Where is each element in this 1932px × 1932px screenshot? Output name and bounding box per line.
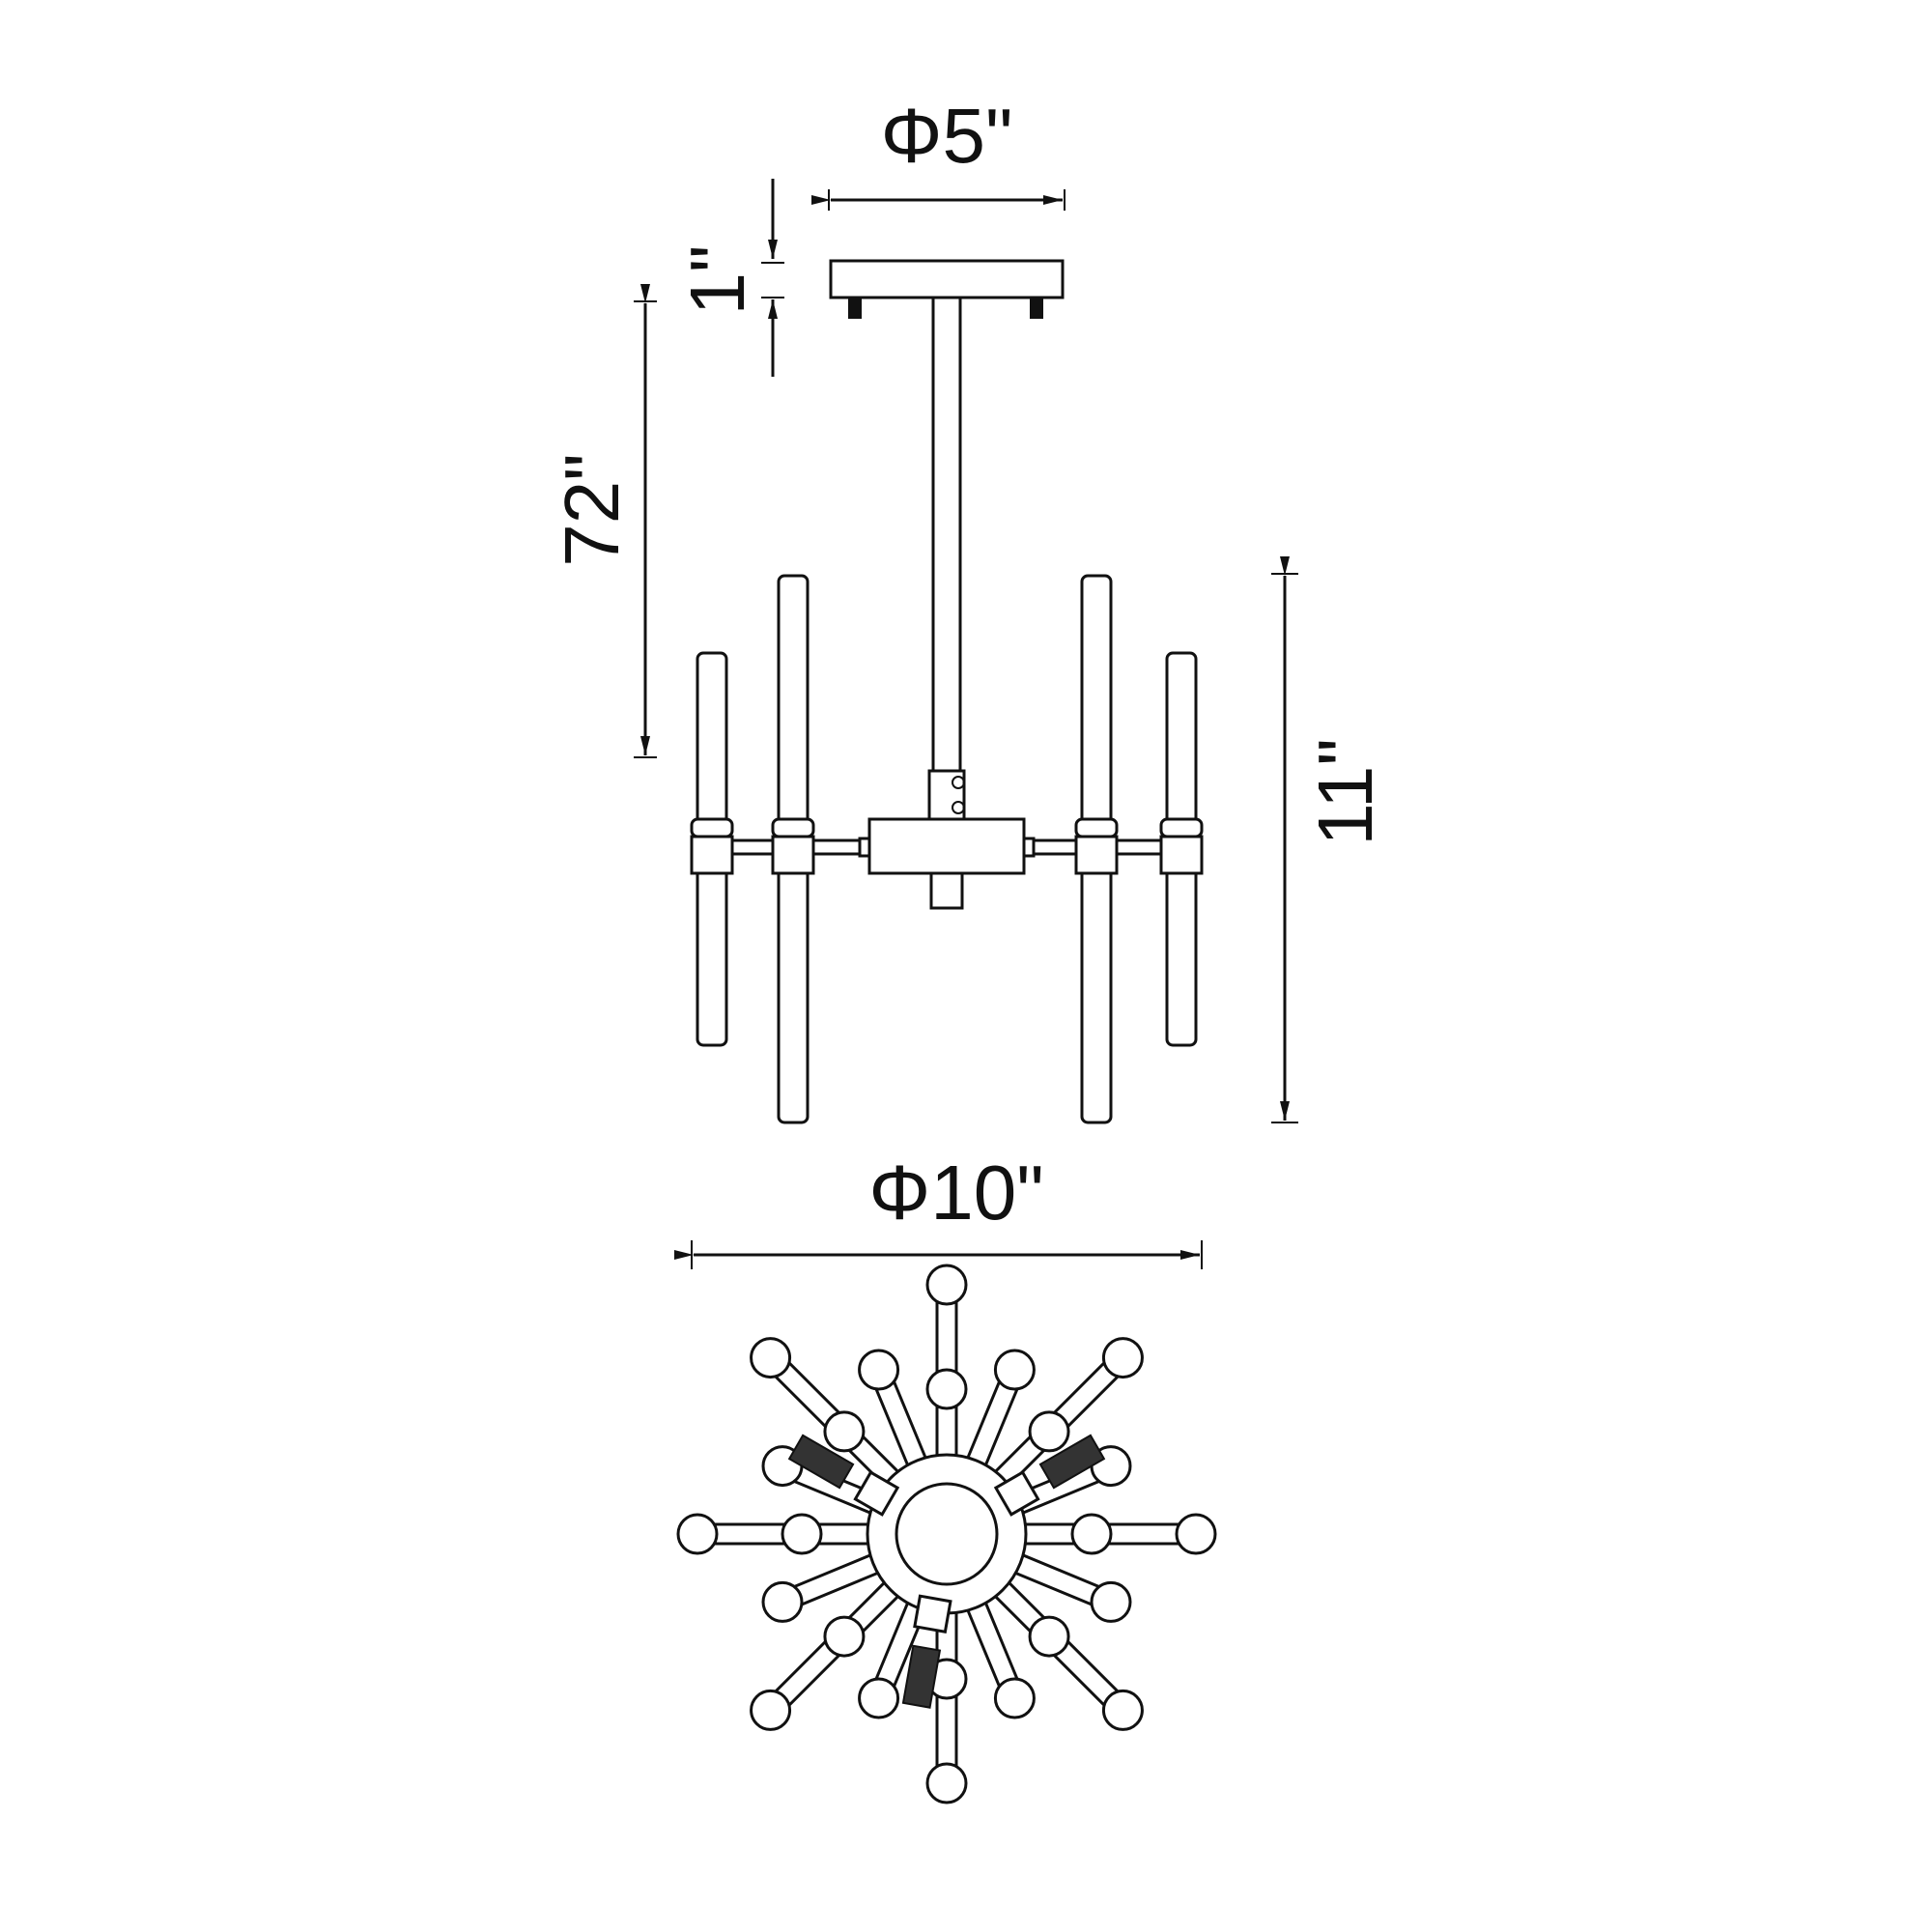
- down-rod: [931, 296, 962, 821]
- tube-end-cap: [858, 1349, 900, 1391]
- socket-block: [853, 1470, 900, 1517]
- tube-end-cap: [1101, 1689, 1144, 1731]
- canopy-screw-left: [848, 298, 862, 319]
- fixture-diameter-label: Φ10": [868, 1150, 1043, 1236]
- bottom-plan-view: [676, 1264, 1217, 1804]
- bulb: [787, 1434, 855, 1490]
- tube-end-cap: [750, 1689, 792, 1731]
- side-elevation-view: [690, 259, 1204, 1124]
- fixture-diameter-dimension: Φ10": [674, 1150, 1203, 1269]
- bulb: [901, 1644, 942, 1709]
- socket-block: [993, 1470, 1040, 1517]
- canopy-height-dimension: 1": [674, 179, 784, 377]
- tube-end-cap: [925, 1762, 968, 1804]
- canopy-screw-right: [1030, 298, 1043, 319]
- tube-end-cap: [1028, 1410, 1070, 1453]
- fixture-height-dimension: 11": [1271, 556, 1388, 1123]
- tube-end-cap: [1101, 1337, 1144, 1379]
- tube-end-cap: [925, 1368, 968, 1410]
- light-tube: [690, 651, 734, 1047]
- light-tube: [1159, 651, 1204, 1047]
- tube-end-cap: [858, 1677, 900, 1719]
- socket-block: [913, 1594, 952, 1634]
- tube-end-cap: [1028, 1615, 1070, 1658]
- tube-end-cap: [1090, 1580, 1132, 1623]
- tube-end-cap: [993, 1677, 1036, 1719]
- tube-end-cap: [676, 1513, 719, 1555]
- tube-end-cap: [1070, 1513, 1113, 1555]
- fixture-height-label: 11": [1302, 738, 1388, 845]
- canopy-diameter-dimension: Φ5": [811, 93, 1065, 211]
- tube-end-cap: [750, 1337, 792, 1379]
- hub-inner-ring: [895, 1482, 999, 1586]
- tube-end-cap: [823, 1615, 866, 1658]
- hub-bottom-finial: [929, 871, 964, 910]
- tube-end-cap: [823, 1410, 866, 1453]
- tube-end-cap: [781, 1513, 823, 1555]
- tube-end-cap: [761, 1580, 804, 1623]
- rod-length-label: 72": [549, 453, 635, 566]
- canopy-diameter-label: Φ5": [881, 93, 1013, 179]
- rod-length-dimension: 72": [549, 284, 657, 758]
- canopy-height-label: 1": [674, 245, 760, 316]
- tube-end-cap: [1175, 1513, 1217, 1555]
- central-hub: [867, 817, 1026, 875]
- tube-end-cap: [925, 1264, 968, 1306]
- canopy: [829, 259, 1065, 299]
- light-tube: [1074, 574, 1119, 1124]
- light-tube: [771, 574, 815, 1124]
- bulb: [1038, 1434, 1106, 1490]
- tube-end-cap: [993, 1349, 1036, 1391]
- rod-coupler: [927, 769, 966, 821]
